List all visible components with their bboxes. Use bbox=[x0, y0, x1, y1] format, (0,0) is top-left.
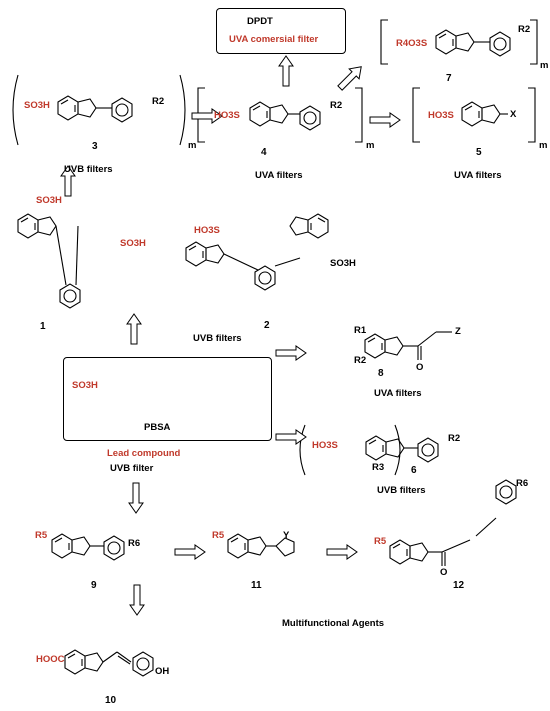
compound-number-10: 10 bbox=[105, 695, 117, 706]
lead-uvb-filter-label: UVB filter bbox=[110, 463, 154, 474]
compound-number-9: 9 bbox=[91, 580, 97, 591]
atom-r2-6: R2 bbox=[448, 433, 461, 444]
atom-r2-4: R2 bbox=[330, 100, 343, 111]
substituent-r4o3s-7: R4O3S bbox=[396, 38, 428, 49]
compound-6-structure bbox=[299, 424, 439, 476]
atom-r6-12: R6 bbox=[516, 478, 529, 489]
compound-number-3: 3 bbox=[92, 141, 98, 152]
uva-filters-label-4: UVA filters bbox=[255, 170, 303, 181]
atom-x-5: X bbox=[510, 109, 517, 120]
compound-number-12: 12 bbox=[453, 580, 465, 591]
dpdt-title: DPDT bbox=[247, 16, 273, 27]
compound-number-8: 8 bbox=[378, 368, 384, 379]
pbsa-name: PBSA bbox=[144, 422, 171, 433]
atom-r2-3: R2 bbox=[152, 96, 165, 107]
atom-r1-8: R1 bbox=[354, 325, 367, 336]
substituent-so3h-1-right: SO3H bbox=[120, 238, 146, 249]
compound-number-5: 5 bbox=[476, 147, 482, 158]
arrow-pbsa-to-6 bbox=[275, 429, 307, 445]
arrow-4-to-5 bbox=[369, 112, 401, 128]
atom-r2-7: R2 bbox=[518, 24, 531, 35]
arrow-9-to-11 bbox=[174, 544, 206, 560]
compound-10-structure bbox=[64, 649, 154, 677]
substituent-so3h-pbsa: SO3H bbox=[72, 380, 98, 391]
substituent-ho3s-2: HO3S bbox=[194, 225, 220, 236]
compound-number-2: 2 bbox=[264, 320, 270, 331]
compound-12-structure bbox=[389, 479, 517, 566]
compound-5-structure bbox=[412, 87, 536, 143]
compound-1-structure bbox=[17, 213, 329, 309]
uva-filters-label-5: UVA filters bbox=[454, 170, 502, 181]
arrow-pbsa-to-12 bbox=[126, 313, 142, 345]
arrow-9-to-10 bbox=[129, 584, 145, 616]
atom-r3-6: R3 bbox=[372, 462, 385, 473]
substituent-ho3s-5: HO3S bbox=[428, 110, 454, 121]
arrow-pbsa-to-9 bbox=[128, 482, 144, 514]
atom-y-11: Y bbox=[283, 530, 290, 541]
atom-r6-9: R6 bbox=[128, 538, 141, 549]
arrow-4-to-7 bbox=[337, 66, 362, 91]
substituent-so3h-3: SO3H bbox=[24, 100, 50, 111]
index-m-4: m bbox=[366, 140, 375, 151]
atom-z-8: Z bbox=[455, 326, 461, 337]
compound-3-structure bbox=[12, 74, 186, 146]
index-m-3: m bbox=[188, 140, 197, 151]
uva-filters-label-8: UVA filters bbox=[374, 388, 422, 399]
index-m-7: m bbox=[540, 60, 549, 71]
atom-o-8: O bbox=[416, 362, 424, 373]
atom-r5-9: R5 bbox=[35, 530, 48, 541]
compound-8-structure bbox=[364, 331, 452, 360]
substituent-ho3s-4: HO3S bbox=[214, 110, 240, 121]
dpdt-box: DPDT UVA comersial filter bbox=[216, 8, 346, 54]
compound-2-structure bbox=[185, 241, 301, 291]
atom-r2-8: R2 bbox=[354, 355, 367, 366]
compound-number-6: 6 bbox=[411, 465, 417, 476]
dpdt-subtitle: UVA comersial filter bbox=[229, 34, 319, 45]
substituent-ho3s-6: HO3S bbox=[312, 440, 338, 451]
arrow-11-to-12 bbox=[326, 544, 358, 560]
compound-number-1: 1 bbox=[40, 321, 46, 332]
index-m-5: m bbox=[539, 140, 548, 151]
lead-compound-label: Lead compound bbox=[107, 448, 181, 459]
atom-o-12: O bbox=[440, 567, 448, 578]
uvb-filters-label-6: UVB filters bbox=[377, 485, 426, 496]
substituent-hooc-10: HOOC bbox=[36, 654, 65, 665]
compound-7-structure bbox=[380, 19, 538, 65]
arrow-4-to-dpdt bbox=[278, 55, 294, 87]
compound-number-7: 7 bbox=[446, 73, 452, 84]
compound-9-structure bbox=[51, 533, 125, 561]
substituent-so3h-2: SO3H bbox=[330, 258, 356, 269]
compound-number-11: 11 bbox=[251, 580, 262, 591]
compound-number-4: 4 bbox=[261, 147, 267, 158]
multifunctional-agents-label: Multifunctional Agents bbox=[282, 618, 385, 629]
compound-11-structure bbox=[227, 533, 295, 559]
uvb-filters-label-3: UVB filters bbox=[64, 164, 113, 175]
atom-r5-11: R5 bbox=[212, 530, 225, 541]
uvb-filters-label-2: UVB filters bbox=[193, 333, 242, 344]
substituent-so3h-1-top: SO3H bbox=[36, 195, 62, 206]
arrow-pbsa-to-8 bbox=[275, 345, 307, 361]
atom-r5-12: R5 bbox=[374, 536, 387, 547]
pbsa-box: PBSA bbox=[63, 357, 272, 441]
substituent-oh-10: OH bbox=[155, 666, 170, 677]
